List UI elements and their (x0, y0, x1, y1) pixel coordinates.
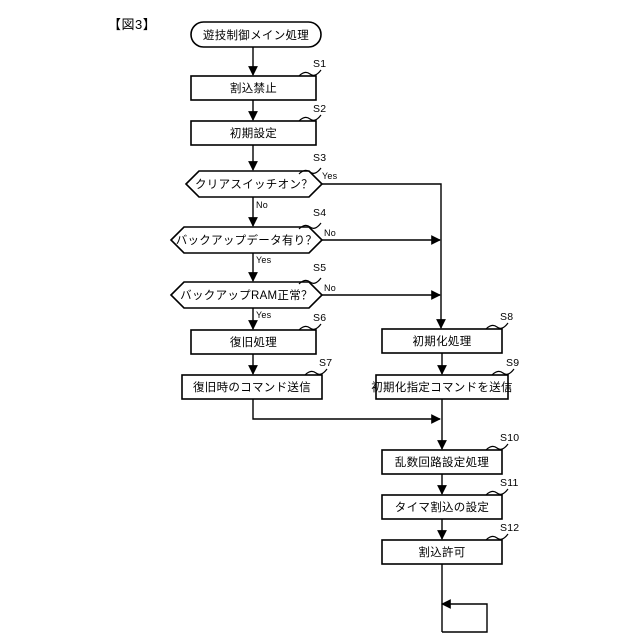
leader-s7 (304, 368, 328, 376)
leader-s2 (298, 114, 322, 122)
leader-s6 (298, 323, 322, 331)
step-number-s7: S7 (319, 357, 333, 369)
node-s7-shape (181, 374, 323, 400)
leader-s9 (491, 368, 515, 376)
node-s12-shape (381, 539, 503, 565)
step-number-s11: S11 (500, 477, 519, 489)
step-number-s8: S8 (500, 311, 514, 323)
step-number-s3: S3 (313, 152, 327, 164)
node-s3-shape (184, 170, 324, 198)
step-number-s2: S2 (313, 103, 327, 115)
leader-s4 (298, 222, 322, 230)
leader-s1 (298, 69, 322, 77)
node-s11-shape (381, 494, 503, 520)
edge-label-s5-yes: Yes (256, 310, 272, 320)
edge-loop-return (441, 599, 488, 633)
edge-label-s4-no: No (324, 228, 336, 238)
node-s4-shape (169, 226, 324, 254)
node-s8-shape (381, 328, 503, 354)
node-s10-shape (381, 449, 503, 475)
edge-s3-yes-to-right-rail (322, 183, 446, 329)
figure-label: 【図3】 (108, 17, 157, 32)
step-number-s1: S1 (313, 58, 327, 70)
step-number-s9: S9 (506, 357, 520, 369)
edge-label-s5-no: No (324, 283, 336, 293)
step-number-s12: S12 (500, 522, 520, 534)
edge-label-s3-yes: Yes (322, 171, 338, 181)
leader-s11 (485, 488, 509, 496)
step-number-s4: S4 (313, 207, 327, 219)
leader-s10 (485, 443, 509, 451)
node-s9-shape (375, 374, 509, 400)
step-number-s6: S6 (313, 312, 327, 324)
leader-s5 (298, 277, 322, 285)
leader-s12 (485, 533, 509, 541)
leader-s8 (485, 322, 509, 330)
node-s5-shape (169, 281, 324, 309)
step-number-s5: S5 (313, 262, 327, 274)
edge-s7-to-right-rail (252, 399, 441, 424)
node-s6-shape (190, 329, 317, 355)
node-start-shape (190, 21, 322, 48)
edge-label-s3-no: No (256, 200, 268, 210)
edge-label-s4-yes: Yes (256, 255, 272, 265)
node-s1-shape (190, 75, 317, 101)
leader-s3 (298, 167, 322, 175)
node-s2-shape (190, 120, 317, 146)
step-number-s10: S10 (500, 432, 520, 444)
